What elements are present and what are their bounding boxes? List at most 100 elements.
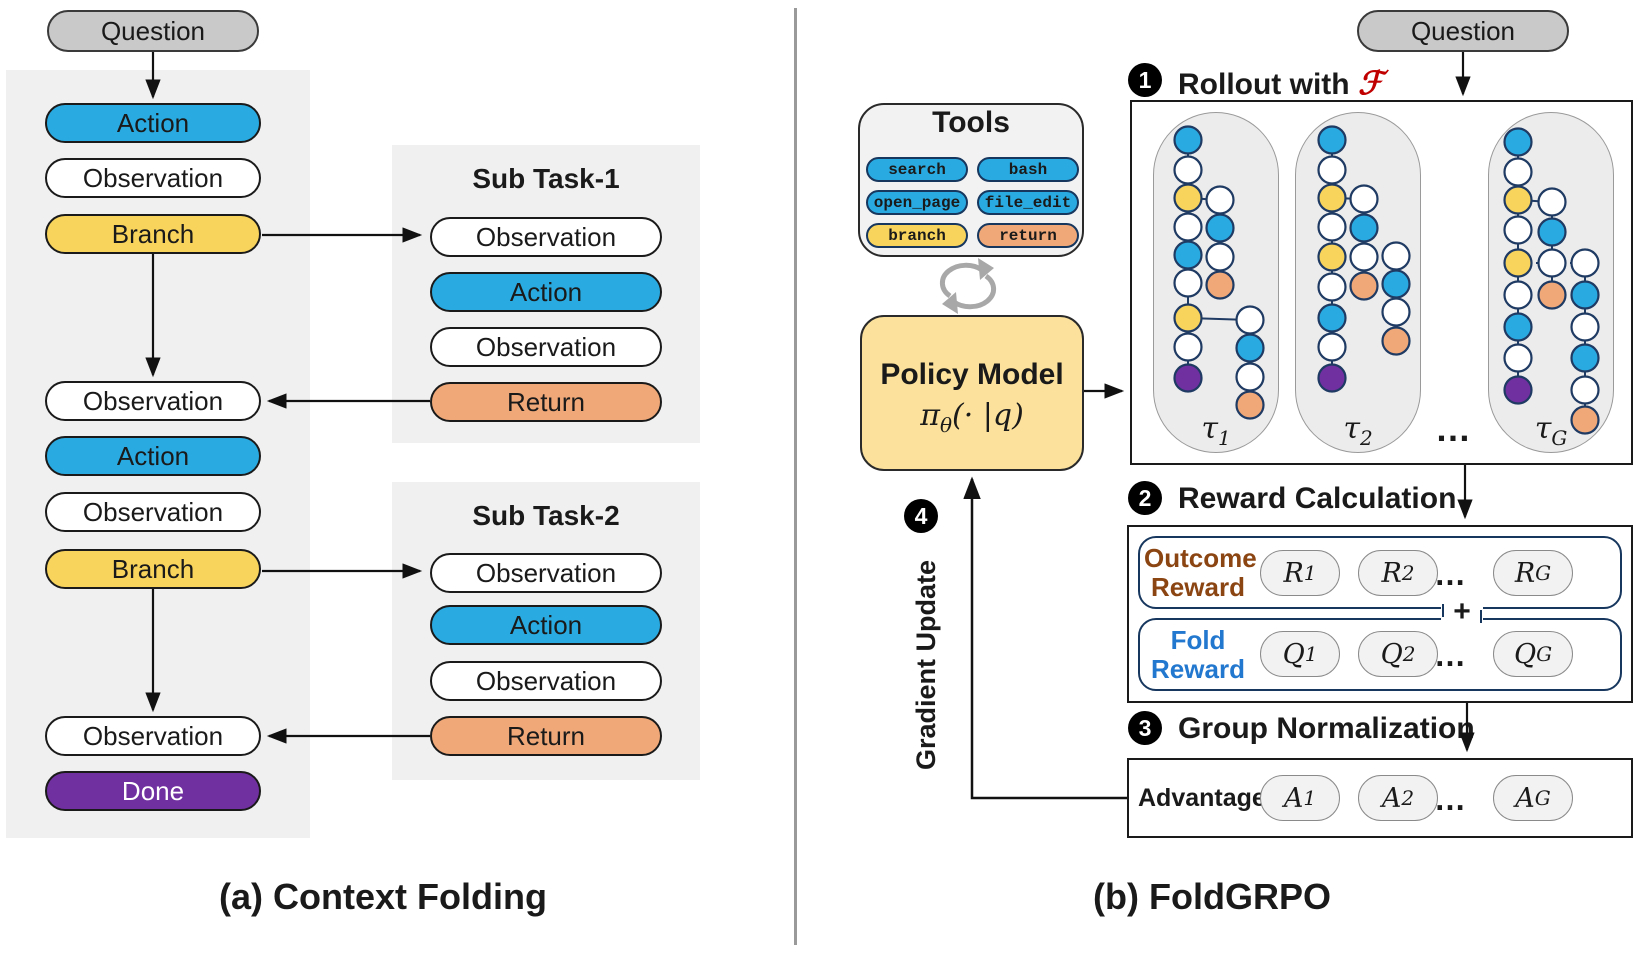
action-label: Action <box>116 107 190 138</box>
observation-pill-1: Observation <box>45 158 261 198</box>
subscript: 1 <box>1303 786 1317 810</box>
tools-title: Tools <box>932 106 1010 139</box>
action-label: Action <box>116 440 190 471</box>
subtask2-observation-pill-2: Observation <box>430 661 662 701</box>
tool-pill-return: return <box>977 223 1079 248</box>
policy-formula: πθ(· |q) <box>860 398 1084 437</box>
subscript: 2 <box>1402 642 1416 666</box>
label-line: Fold <box>1170 625 1226 655</box>
tau-subscript: 2 <box>1359 426 1373 450</box>
fold-operator-symbol: ℱ <box>1357 64 1384 102</box>
action-label: Action <box>509 276 583 307</box>
rollout-ellipsis: … <box>1435 408 1471 449</box>
tauG-label: τG <box>1489 411 1613 450</box>
subscript: 1 <box>1304 642 1318 666</box>
question-pill-left: Question <box>47 10 259 52</box>
subtask2-title: Sub Task-2 <box>472 500 620 531</box>
subtask1-return-pill: Return <box>430 382 662 422</box>
observation-label: Observation <box>82 385 224 416</box>
done-label: Done <box>121 775 185 806</box>
step-badge-3: 3 <box>1128 711 1162 745</box>
observation-label: Observation <box>475 331 617 362</box>
formula-args: (· |q) <box>951 398 1024 433</box>
observation-pill-2: Observation <box>45 381 261 421</box>
observation-label: Observation <box>475 557 617 588</box>
step-badge-1: 1 <box>1128 63 1162 97</box>
step3-heading: Group Normalization <box>1178 712 1475 745</box>
tau-symbol: τ <box>1343 411 1360 446</box>
q-symbol: Q <box>1282 638 1305 670</box>
step-badge-4: 4 <box>904 499 938 533</box>
caption-b: (b) FoldGRPO <box>1093 876 1331 917</box>
observation-label: Observation <box>82 720 224 751</box>
observation-label: Observation <box>475 221 617 252</box>
subtask2-action-pill: Action <box>430 605 662 645</box>
r-symbol: R <box>1283 557 1304 589</box>
subtask2-observation-pill-1: Observation <box>430 553 662 593</box>
tool-label: open_page <box>873 193 961 212</box>
return-label: Return <box>506 720 586 751</box>
policy-model-title: Policy Model <box>880 358 1064 391</box>
observation-label: Observation <box>82 496 224 527</box>
gradient-update-path <box>963 476 1127 800</box>
advantage-ellipsis: … <box>1434 781 1466 817</box>
tool-pill-open-page: open_page <box>866 190 968 215</box>
tau1-label: τ1 <box>1154 411 1278 450</box>
action-label: Action <box>509 609 583 640</box>
r-symbol: R <box>1514 557 1536 589</box>
q-symbol: Q <box>1513 638 1537 670</box>
subtask1-action-pill: Action <box>430 272 662 312</box>
observation-label: Observation <box>82 162 224 193</box>
branch-label: Branch <box>111 553 195 584</box>
trajectory-capsule-1: τ1 <box>1153 112 1279 453</box>
branch-pill-2: Branch <box>45 549 261 589</box>
observation-label: Observation <box>475 665 617 696</box>
action-pill-1: Action <box>45 103 261 143</box>
subtask1-title: Sub Task-1 <box>472 163 620 194</box>
subscript: 1 <box>1303 561 1317 585</box>
plus-gap <box>1441 601 1483 626</box>
advantage-label: Advantage <box>1138 784 1266 812</box>
label-line: Reward <box>1151 572 1245 602</box>
subtask1-observation-pill-2: Observation <box>430 327 662 367</box>
r-symbol: R <box>1381 557 1402 589</box>
observation-pill-3: Observation <box>45 492 261 532</box>
policy-model-box <box>860 315 1084 471</box>
observation-pill-4: Observation <box>45 716 261 756</box>
plus-sign: + <box>1453 595 1471 628</box>
question-label: Question <box>100 15 206 46</box>
reward-r-ellipsis: … <box>1434 556 1466 592</box>
tau2-label: τ2 <box>1296 411 1420 450</box>
tool-pill-search: search <box>866 157 968 182</box>
gradient-update-label: Gradient Update <box>911 559 941 771</box>
step1-title: Rollout with <box>1178 68 1350 101</box>
label-line: Outcome <box>1144 543 1257 573</box>
tool-pill-bash: bash <box>977 157 1079 182</box>
tau-symbol: τ <box>1201 411 1218 446</box>
subscript: 2 <box>1401 786 1415 810</box>
question-label: Question <box>1410 15 1516 46</box>
theta-subscript: θ <box>939 413 952 437</box>
subscript: G <box>1535 561 1552 585</box>
divider <box>794 8 797 945</box>
question-pill-right: Question <box>1357 10 1569 52</box>
subscript: 2 <box>1401 561 1415 585</box>
tool-label: branch <box>888 226 946 245</box>
trajectory-capsule-2: τ2 <box>1295 112 1421 453</box>
tool-pill-file-edit: file_edit <box>977 190 1079 215</box>
a-symbol: A <box>1515 782 1535 814</box>
subscript: G <box>1534 786 1551 810</box>
tau-symbol: τ <box>1534 411 1552 446</box>
q-symbol: Q <box>1380 638 1403 670</box>
